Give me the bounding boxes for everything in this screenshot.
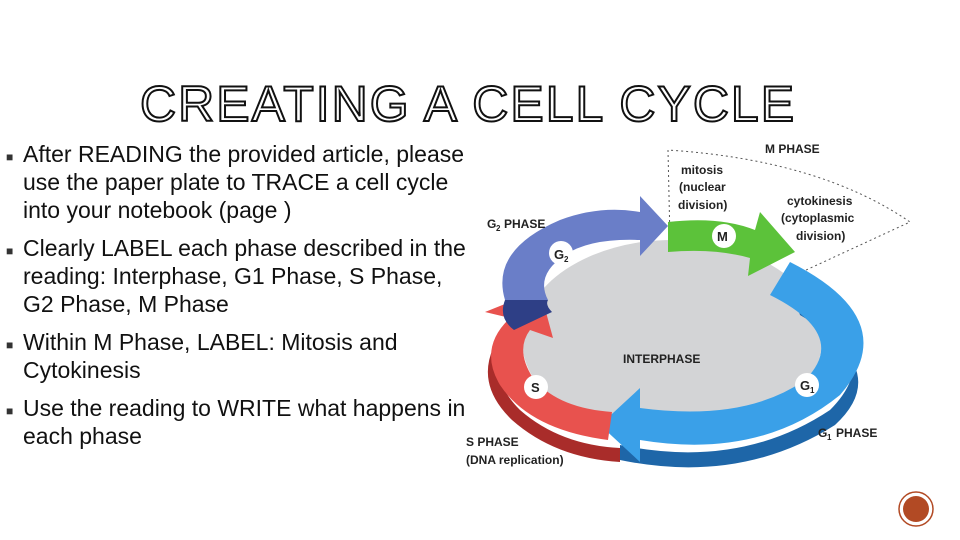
bullet-text: Clearly LABEL each phase described in th… <box>23 235 466 317</box>
bullet-text: Within M Phase, LABEL: Mitosis and Cytok… <box>23 329 398 383</box>
bullet-item: ■ Clearly LABEL each phase described in … <box>6 234 466 318</box>
cytokinesis-label-line1: cytokinesis <box>787 194 853 208</box>
mitosis-label-line2: (nuclear <box>679 180 726 194</box>
g2-badge-circle <box>549 241 573 265</box>
bullet-item: ■ Within M Phase, LABEL: Mitosis and Cyt… <box>6 328 466 384</box>
s-badge-label: S <box>531 380 540 395</box>
m-badge-circle <box>712 224 736 248</box>
g2-phase-label-g: G <box>487 217 496 231</box>
s-arrow-shadow <box>487 300 620 462</box>
s-badge-circle <box>524 375 548 399</box>
g2-badge-label: G <box>554 247 564 262</box>
s-phase-sublabel: (DNA replication) <box>466 453 564 467</box>
square-bullet-icon: ■ <box>6 244 14 258</box>
mitosis-label-line3: division) <box>678 198 727 212</box>
m-badge-label: M <box>717 229 728 244</box>
square-bullet-icon: ■ <box>6 150 14 164</box>
slide-title: CREATING A CELL CYCLE <box>139 75 797 133</box>
bullet-text: After READING the provided article, plea… <box>23 141 465 223</box>
bullet-item: ■ Use the reading to WRITE what happens … <box>6 394 466 450</box>
g2-badge-subscript: 2 <box>564 255 569 264</box>
cytokinesis-label-line2: (cytoplasmic <box>781 211 855 225</box>
interphase-label: INTERPHASE <box>623 352 700 366</box>
square-bullet-icon: ■ <box>6 338 14 352</box>
bullet-list: ■ After READING the provided article, pl… <box>6 140 466 460</box>
g1-phase-label-subscript: 1 <box>827 433 832 442</box>
g2-phase-label: PHASE <box>504 217 545 231</box>
g1-badge-label: G <box>800 378 810 393</box>
page-number-badge <box>898 491 934 527</box>
g2-arrow-shadow <box>502 300 552 330</box>
m-phase-label: M PHASE <box>765 142 820 156</box>
g2-arrow <box>502 196 668 300</box>
g1-arrow-shadow <box>620 300 859 468</box>
bullet-item: ■ After READING the provided article, pl… <box>6 140 466 224</box>
g1-phase-label-g: G <box>818 426 827 440</box>
interphase-disc <box>522 240 822 440</box>
bullet-text: Use the reading to WRITE what happens in… <box>23 395 466 449</box>
cytokinesis-label-line3: division) <box>796 229 845 243</box>
g1-phase-label: PHASE <box>836 426 877 440</box>
g2-phase-label-subscript: 2 <box>496 224 501 233</box>
s-phase-label: S PHASE <box>466 435 519 449</box>
mitosis-label-line1: mitosis <box>681 163 723 177</box>
cell-cycle-diagram: G 2 M S G 1 M PHASE mitosis (nuclear div… <box>466 142 912 468</box>
g1-badge-subscript: 1 <box>810 386 815 395</box>
g1-badge-circle <box>795 373 819 397</box>
square-bullet-icon: ■ <box>6 404 14 418</box>
g1-arrow <box>600 262 864 462</box>
